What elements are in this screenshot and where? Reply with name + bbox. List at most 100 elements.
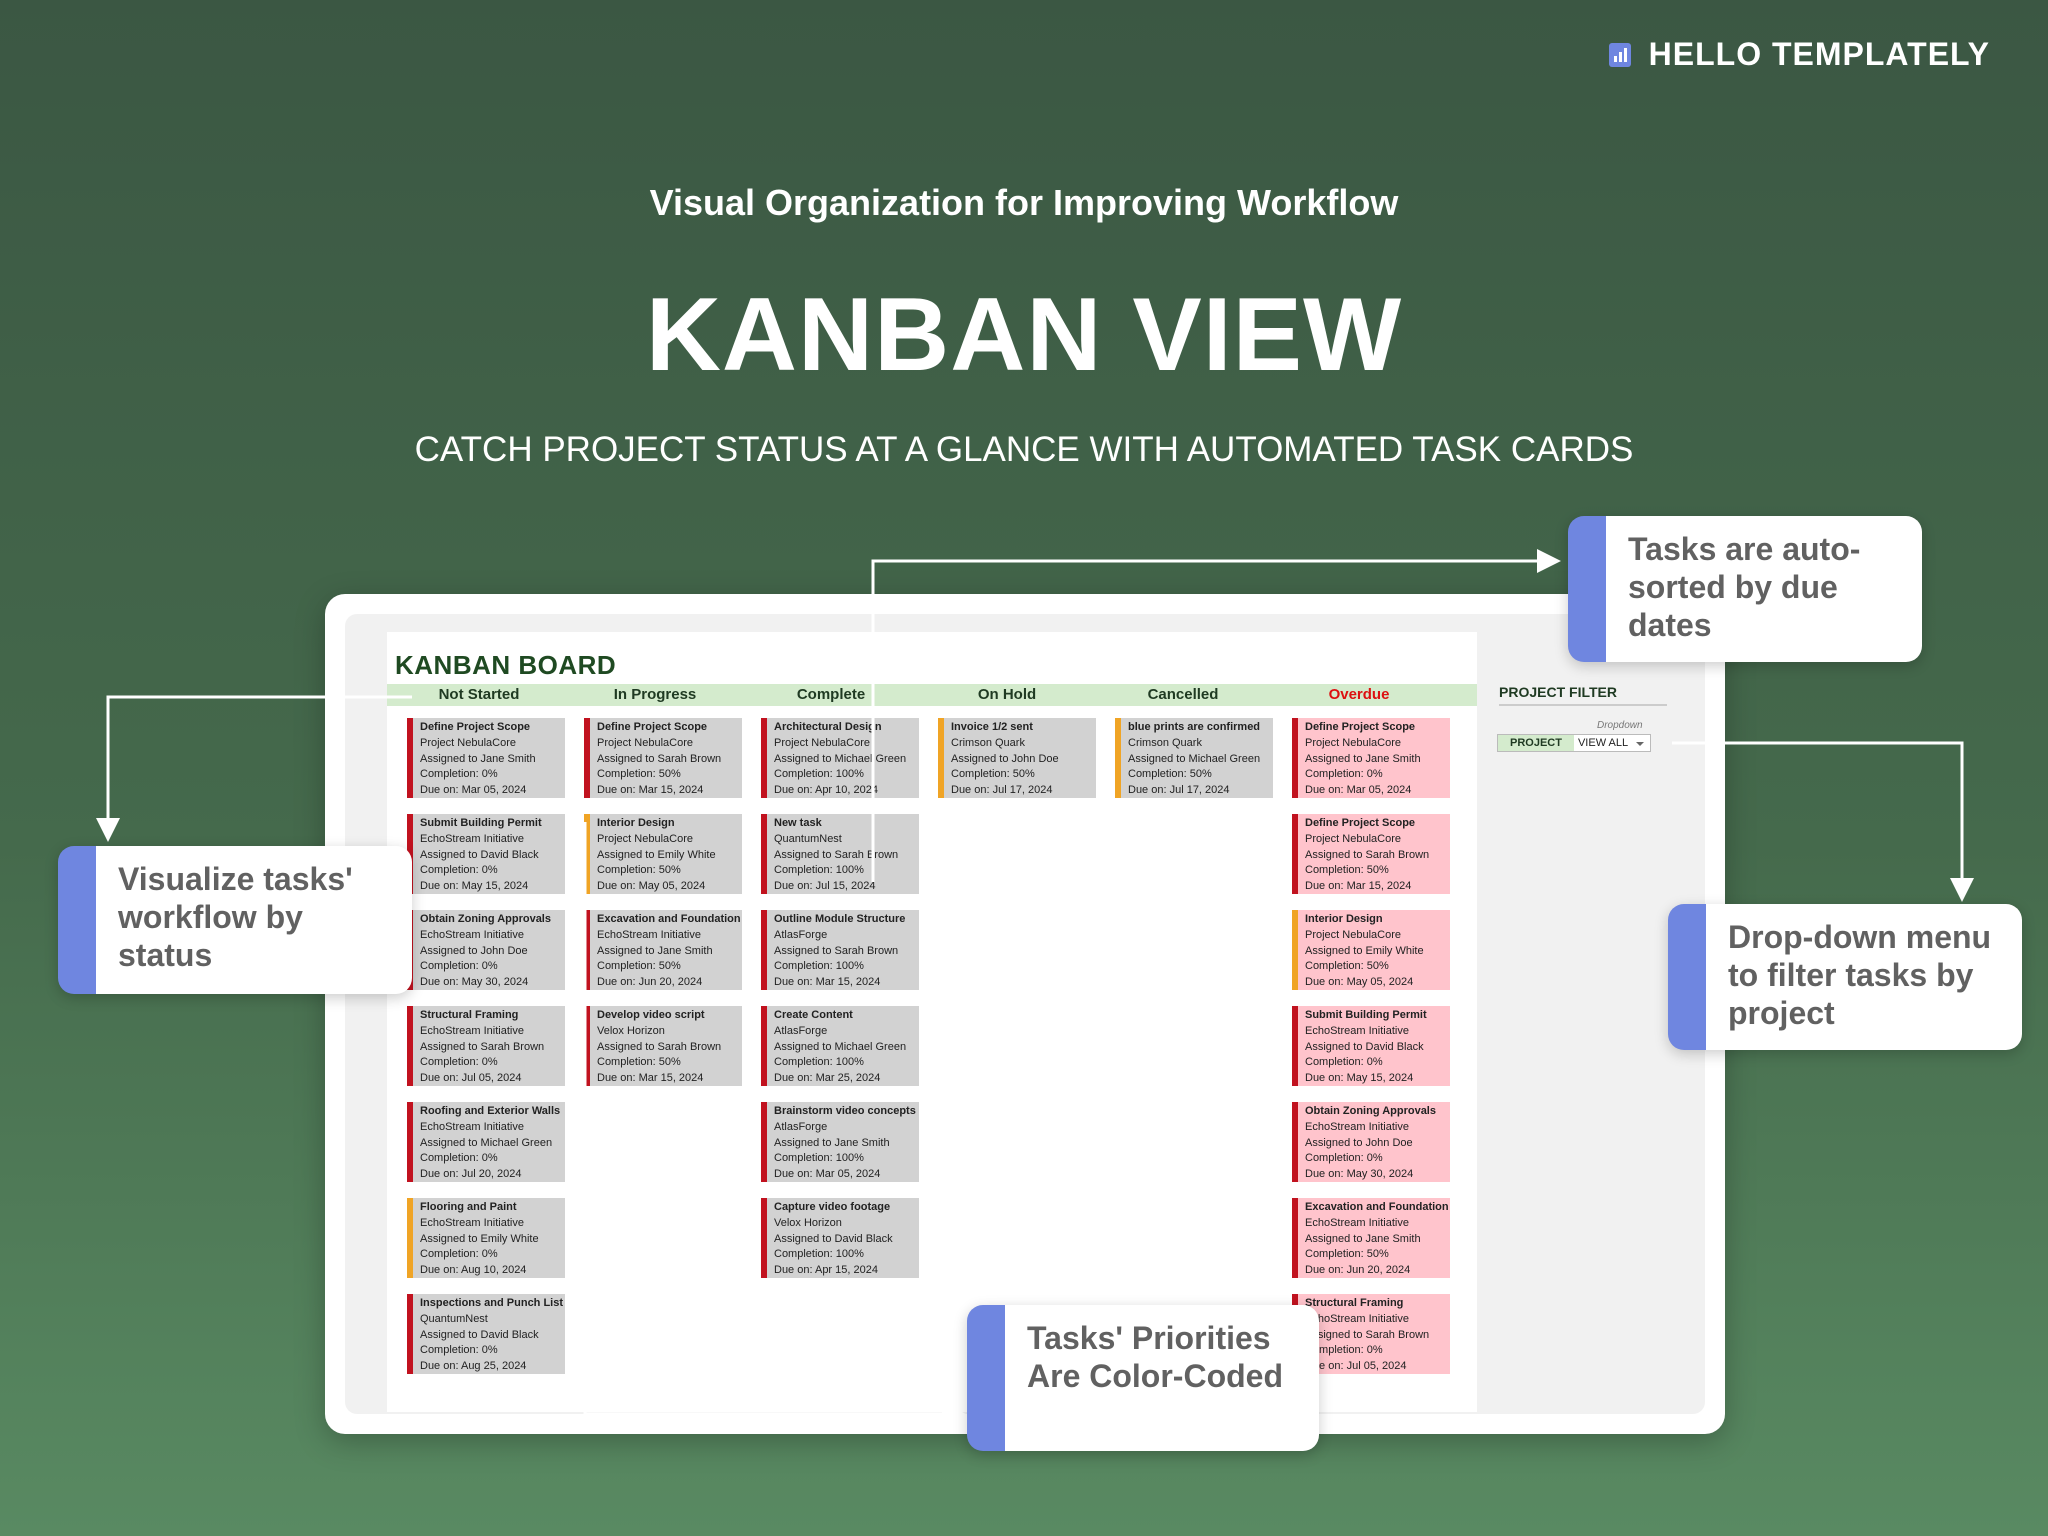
task-card-due: Due on: May 30, 2024 <box>1305 1168 1414 1181</box>
task-card-assignee: Assigned to Emily White <box>597 848 716 861</box>
column-header-on-hold: On Hold <box>977 686 1037 703</box>
project-filter-title: PROJECT FILTER <box>1499 684 1667 706</box>
task-card-due: Due on: Jun 20, 2024 <box>597 976 703 989</box>
task-card-project: QuantumNest <box>420 1312 488 1325</box>
task-card-assignee: Assigned to Sarah Brown <box>774 944 899 957</box>
task-card-due: Due on: Aug 10, 2024 <box>420 1264 527 1277</box>
task-card-project: Project NebulaCore <box>1305 832 1401 845</box>
task-card-completion: Completion: 0% <box>1305 768 1383 781</box>
task-card-completion: Completion: 100% <box>774 1056 864 1069</box>
task-card-assignee: Assigned to Emily White <box>420 1232 539 1245</box>
task-card-title: Define Project Scope <box>420 721 531 733</box>
page-title: KANBAN VIEW <box>645 277 1403 393</box>
task-card-due: Due on: May 30, 2024 <box>420 976 529 989</box>
task-card-project: Project NebulaCore <box>774 736 870 749</box>
task-card-due: Due on: May 05, 2024 <box>1305 976 1414 989</box>
task-card-title: blue prints are confirmed <box>1128 721 1261 733</box>
task-card-title: Flooring and Paint <box>420 1201 517 1213</box>
task-card-project: Project NebulaCore <box>597 832 693 845</box>
task-card-project: Project NebulaCore <box>1305 928 1401 941</box>
task-card-assignee: Assigned to John Doe <box>420 944 528 957</box>
brand-name: HELLO TEMPLATELY <box>1648 36 1990 72</box>
task-card-assignee: Assigned to John Doe <box>951 752 1059 765</box>
task-card-project: Velox Horizon <box>774 1216 842 1229</box>
task-card-title: New task <box>774 817 822 829</box>
callout-auto-sorted: Tasks are auto-sorted by due dates <box>1568 516 1922 662</box>
task-card-completion: Completion: 50% <box>597 1056 681 1069</box>
task-card-project: EchoStream Initiative <box>420 1024 524 1037</box>
task-card-title: Submit Building Permit <box>1305 1009 1427 1021</box>
task-card-due: Due on: May 05, 2024 <box>597 880 706 893</box>
column-headers: Not Started In Progress Complete On Hold… <box>387 684 1477 706</box>
project-filter-dropdown[interactable]: VIEW ALL <box>1574 735 1650 751</box>
task-card-project: EchoStream Initiative <box>1305 1024 1409 1037</box>
task-card-completion: Completion: 0% <box>420 1152 498 1165</box>
task-card-project: EchoStream Initiative <box>420 1120 524 1133</box>
task-card-title: Obtain Zoning Approvals <box>420 913 551 925</box>
task-card-project: Velox Horizon <box>597 1024 665 1037</box>
task-card-project: Crimson Quark <box>1128 736 1202 749</box>
task-card-assignee: Assigned to Jane Smith <box>1305 752 1421 765</box>
task-card-title: Define Project Scope <box>597 721 708 733</box>
column-header-not-started: Not Started <box>438 686 520 703</box>
task-card-completion: Completion: 0% <box>420 768 498 781</box>
task-card-project: AtlasForge <box>774 928 828 941</box>
task-card-completion: Completion: 100% <box>774 1152 864 1165</box>
task-card-completion: Completion: 50% <box>597 864 681 877</box>
task-card-due: Due on: Mar 15, 2024 <box>597 1072 704 1085</box>
task-card-assignee: Assigned to Sarah Brown <box>597 1040 722 1053</box>
task-card-due: Due on: Mar 05, 2024 <box>1305 784 1412 797</box>
column-header-cancelled: Cancelled <box>1147 686 1219 703</box>
task-card-assignee: Assigned to Sarah Brown <box>420 1040 545 1053</box>
task-card-due: Due on: Jul 17, 2024 <box>1128 784 1230 797</box>
task-card-title: Create Content <box>774 1009 853 1021</box>
task-card-completion: Completion: 0% <box>420 864 498 877</box>
task-card-assignee: Assigned to David Black <box>1305 1040 1424 1053</box>
task-card-title: Define Project Scope <box>1305 817 1416 829</box>
task-card-title: Develop video script <box>597 1009 705 1021</box>
task-card-title: Outline Module Structure <box>774 913 906 925</box>
column-header-complete: Complete <box>796 686 866 703</box>
project-filter-label: PROJECT <box>1498 735 1574 751</box>
callout-workflow: Visualize tasks' workflow by status <box>58 846 412 994</box>
task-card-project: QuantumNest <box>774 832 842 845</box>
task-card-completion: Completion: 50% <box>597 960 681 973</box>
task-card-title: Interior Design <box>597 817 675 829</box>
task-card-completion: Completion: 50% <box>597 768 681 781</box>
task-card-assignee: Assigned to Sarah Brown <box>1305 848 1430 861</box>
task-card-title: Invoice 1/2 sent <box>951 721 1033 733</box>
task-card-completion: Completion: 0% <box>420 1344 498 1357</box>
task-card-project: Project NebulaCore <box>1305 736 1401 749</box>
task-card-title: Submit Building Permit <box>420 817 542 829</box>
callout-dropdown: Drop-down menu to filter tasks by projec… <box>1668 904 2022 1050</box>
task-card-assignee: Assigned to Sarah Brown <box>774 848 899 861</box>
task-card-due: Due on: Jun 20, 2024 <box>1305 1264 1411 1277</box>
callout-priorities: Tasks' Priorities Are Color-Coded <box>967 1305 1319 1451</box>
task-card-completion: Completion: 0% <box>420 1056 498 1069</box>
